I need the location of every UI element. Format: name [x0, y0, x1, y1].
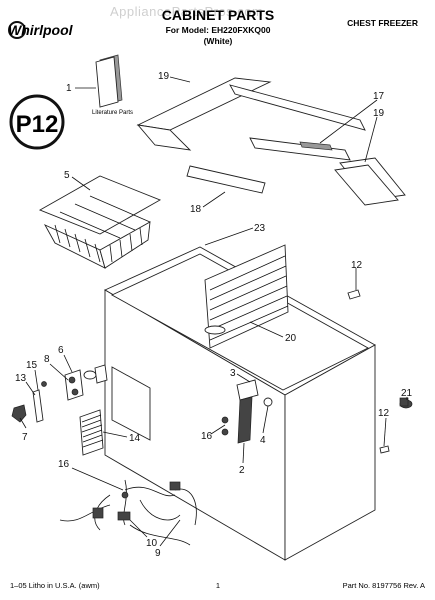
- badge-text: P12: [16, 111, 59, 138]
- callout-4: 4: [260, 435, 266, 446]
- callout-2: 2: [239, 465, 245, 476]
- callout-14: 14: [129, 433, 141, 444]
- model-line: For Model: EH220FXKQ00: [166, 25, 271, 35]
- callout-6: 6: [58, 345, 64, 356]
- watermark: AppliancePartsPros.com: [110, 4, 264, 19]
- literature-label: Literature Parts: [92, 110, 133, 116]
- callout-3: 3: [230, 368, 236, 379]
- category-label: CHEST FREEZER: [347, 18, 418, 28]
- callout-10: 10: [146, 538, 158, 549]
- callout-numbers: 1 19 17 19 5 18 23 12 20 3 21 15 8 6 13 …: [15, 71, 413, 559]
- plug-top: [347, 289, 361, 300]
- p12-badge: P12: [9, 94, 65, 150]
- plug-right: [379, 445, 390, 454]
- breaker-frame: [136, 77, 366, 161]
- footer-page: 1: [216, 581, 220, 590]
- callout-7: 7: [22, 432, 28, 443]
- callout-1: 1: [66, 83, 72, 94]
- wire-basket: [38, 175, 162, 269]
- wire-harness: [59, 479, 197, 546]
- callout-9: 9: [155, 548, 161, 559]
- callout-lines: [19, 76, 408, 547]
- footer-part-number: Part No. 8197756 Rev. A: [343, 581, 425, 590]
- literature-parts: Literature Parts: [92, 54, 133, 116]
- callout-16-left: 16: [58, 459, 70, 470]
- callout-16-right: 16: [201, 431, 213, 442]
- whirlpool-logo: Whirlpool: [8, 21, 74, 39]
- callout-13: 13: [15, 373, 27, 384]
- callout-12-top: 12: [351, 260, 363, 271]
- grille: [79, 409, 104, 456]
- breaker-frame-right: [334, 157, 406, 206]
- brand-name: Whirlpool: [8, 22, 74, 38]
- hinge-assembly: [221, 379, 273, 444]
- callout-20: 20: [285, 333, 297, 344]
- divider-panel: [204, 244, 289, 349]
- callout-5: 5: [64, 170, 70, 181]
- knob-7: [11, 404, 27, 423]
- breaker-strip-18: [186, 165, 266, 194]
- callout-21: 21: [401, 388, 413, 399]
- latch-parts: [32, 364, 108, 423]
- page-title: CABINET PARTS: [162, 7, 275, 23]
- callout-19-top: 19: [158, 71, 170, 82]
- footer-litho: 1–05 Litho in U.S.A. (awm): [10, 581, 100, 590]
- callout-18: 18: [190, 204, 202, 215]
- callout-8: 8: [44, 354, 50, 365]
- callout-19-right: 19: [373, 108, 385, 119]
- callout-12-right: 12: [378, 408, 390, 419]
- color-line: (White): [204, 36, 233, 46]
- callout-17: 17: [373, 91, 385, 102]
- callout-15: 15: [26, 360, 38, 371]
- callout-23: 23: [254, 223, 266, 234]
- screw-21: [399, 397, 413, 409]
